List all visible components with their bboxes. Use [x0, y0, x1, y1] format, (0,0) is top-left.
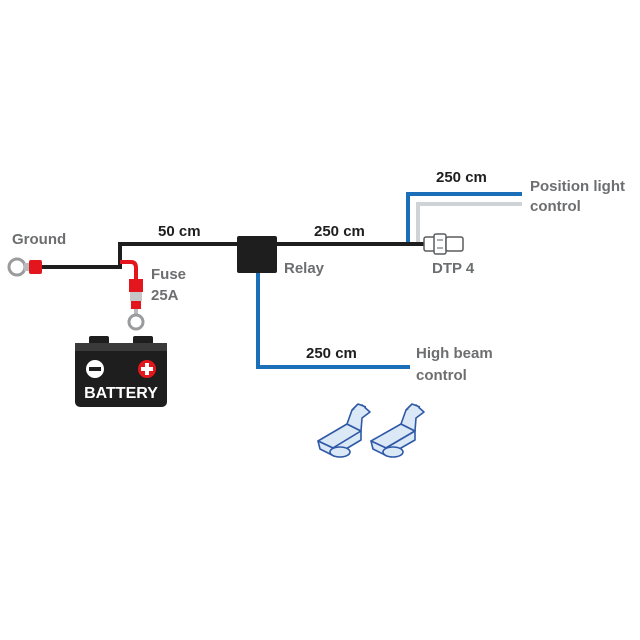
fuse-label: Fuse — [151, 266, 187, 283]
length-label-high-beam: 250 cm — [306, 345, 357, 362]
high-beam-label: High beam — [416, 345, 493, 362]
position-light-control-label: control — [530, 198, 581, 215]
position-light-label: Position light — [530, 178, 625, 195]
length-label-relay-dtp: 250 cm — [314, 223, 365, 240]
length-label-ground: 50 cm — [158, 223, 201, 240]
fuse-icon — [127, 279, 145, 331]
high-beam-wire — [256, 268, 410, 369]
fuse-rating-label: 25A — [151, 287, 179, 304]
dtp-connector-icon — [423, 233, 464, 255]
high-beam-control-label: control — [416, 367, 467, 384]
ground-label: Ground — [12, 231, 67, 248]
position-light-wire-blue — [406, 192, 522, 242]
wire-tap-connector-icon — [317, 403, 371, 458]
wire-tap-connector-icon — [370, 403, 425, 458]
length-label-position: 250 cm — [436, 169, 487, 186]
ring-terminal-icon — [7, 257, 42, 277]
ground-wire — [30, 242, 240, 269]
relay-icon — [237, 236, 277, 273]
power-wire — [120, 260, 138, 282]
relay-label: Relay — [284, 260, 325, 277]
battery-icon: BATTERY — [75, 336, 167, 407]
position-light-wire-grey — [416, 202, 522, 242]
battery-label: BATTERY — [84, 385, 158, 402]
dtp-label: DTP 4 — [432, 260, 475, 277]
